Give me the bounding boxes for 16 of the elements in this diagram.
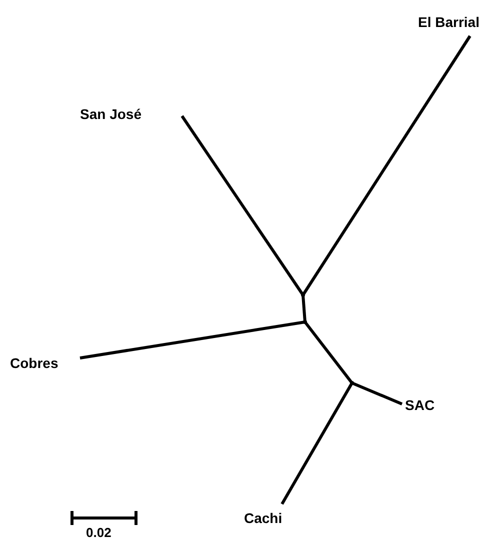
branch-node <box>350 381 354 385</box>
taxon-label: Cachi <box>244 508 300 528</box>
branch-line <box>351 382 403 406</box>
branch-node <box>303 320 307 324</box>
branch-line <box>180 115 304 296</box>
branch-line <box>302 294 306 322</box>
taxon-label: El Barrial <box>418 12 503 32</box>
branch-line <box>304 321 354 384</box>
taxon-label: Cobres <box>10 353 74 373</box>
taxon-label: SAC <box>405 395 447 415</box>
scale-value: 0.02 <box>86 525 112 541</box>
branch-line <box>302 35 472 296</box>
branch-line <box>280 382 354 505</box>
branch-line <box>80 320 306 360</box>
taxon-label: San José <box>80 104 178 124</box>
branch-node <box>301 293 305 297</box>
